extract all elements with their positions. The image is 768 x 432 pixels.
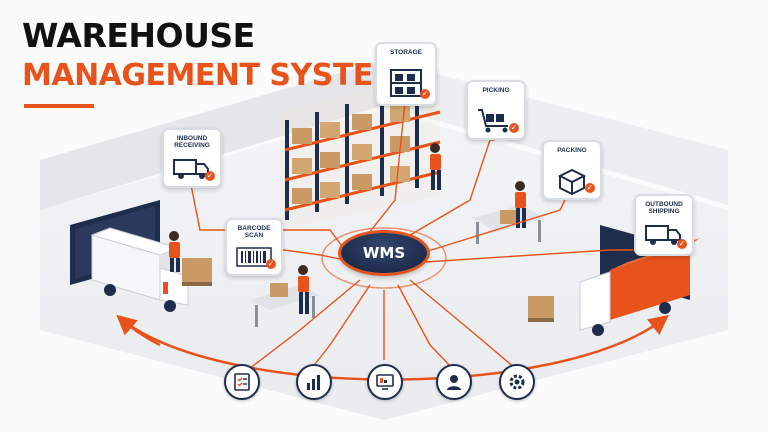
outbound-pallet [528, 296, 554, 322]
worker-packing [515, 181, 526, 228]
title-underline [24, 104, 94, 108]
card-label: PACKING [544, 142, 600, 156]
card-inbound[interactable]: INBOUND RECEIVING ✓ [162, 128, 222, 188]
check-icon: ✓ [205, 171, 215, 181]
check-icon: ✓ [509, 123, 519, 133]
storage-racks [280, 70, 441, 230]
monitor-icon[interactable] [367, 364, 403, 400]
shelves-icon [390, 69, 422, 97]
truck-icon [645, 225, 681, 245]
title-line-1: WAREHOUSE [22, 16, 255, 55]
inbound-truck [90, 227, 189, 312]
inbound-pallet [182, 258, 212, 286]
card-barcode[interactable]: BARCODE SCAN ✓ [225, 218, 283, 276]
wms-hub[interactable]: WMS [341, 233, 427, 273]
check-icon: ✓ [677, 239, 687, 249]
card-packing[interactable]: PACKING ✓ [542, 140, 602, 200]
flow-arrow-start [116, 314, 161, 347]
user-icon[interactable] [436, 364, 472, 400]
card-label: BARCODE SCAN [227, 220, 281, 241]
bar-chart-icon[interactable] [296, 364, 332, 400]
packing-workstation [472, 205, 545, 244]
gear-icon[interactable] [499, 364, 535, 400]
hub-ring [321, 227, 447, 289]
card-label: PICKING [468, 82, 524, 96]
checklist-icon[interactable] [224, 364, 260, 400]
check-icon: ✓ [585, 183, 595, 193]
cart-icon [478, 109, 508, 133]
worker-picking [430, 143, 441, 190]
card-label: INBOUND RECEIVING [164, 130, 220, 151]
card-label: OUTBOUND SHIPPING [636, 196, 692, 217]
check-icon: ✓ [420, 89, 430, 99]
card-outbound[interactable]: OUTBOUND SHIPPING ✓ [634, 194, 694, 256]
barcode-icon [236, 247, 272, 267]
check-icon: ✓ [266, 259, 276, 269]
card-label: STORAGE [377, 44, 435, 58]
title-line-2: MANAGEMENT SYSTEM [22, 58, 403, 93]
box-icon [557, 168, 587, 196]
worker-scan [298, 265, 309, 314]
worker-inbound [169, 231, 180, 272]
card-storage[interactable]: STORAGE ✓ [375, 42, 437, 106]
card-picking[interactable]: PICKING ✓ [466, 80, 526, 140]
connector-lines [189, 101, 650, 373]
